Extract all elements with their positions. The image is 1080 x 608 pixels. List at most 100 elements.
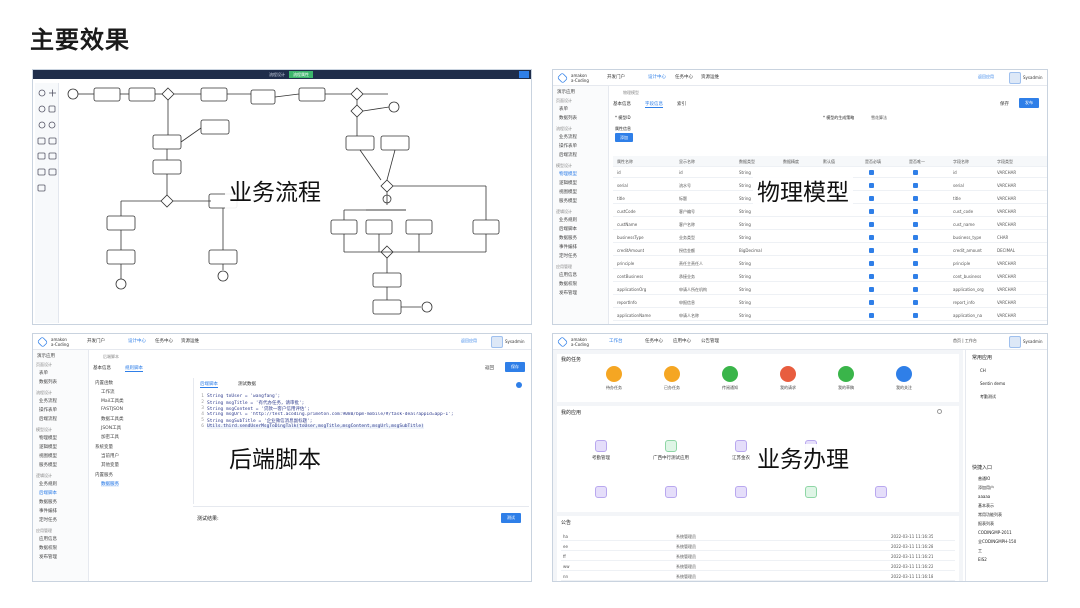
checkbox[interactable] — [869, 261, 874, 266]
shortcut-item[interactable]: 我的关注 — [869, 366, 939, 391]
nav-task-center[interactable]: 任务中心 — [155, 339, 173, 344]
strategy-select[interactable]: 雪花算法 — [871, 115, 887, 120]
close-designer-button[interactable] — [519, 71, 529, 78]
sidebar-item[interactable]: 应用信息 — [39, 537, 57, 542]
sidebar-item[interactable]: 操作表单 — [559, 144, 577, 149]
checkbox[interactable] — [869, 274, 874, 279]
checkbox[interactable] — [869, 209, 874, 214]
quick-entry-item[interactable]: 普通IO — [978, 476, 991, 481]
checkbox[interactable] — [869, 222, 874, 227]
checkbox[interactable] — [913, 313, 918, 318]
sidebar-item[interactable]: 业务流程 — [39, 399, 57, 404]
sidebar-item[interactable]: 表单 — [559, 107, 568, 112]
sidebar-item[interactable]: 视图模型 — [39, 454, 57, 459]
user-name[interactable]: Sysadmin — [1023, 75, 1043, 80]
avatar[interactable] — [1009, 72, 1021, 84]
sidebar-item[interactable]: 操作表单 — [39, 408, 57, 413]
checkbox[interactable] — [869, 287, 874, 292]
sidebar-item[interactable]: 后端流程 — [559, 153, 577, 158]
checkbox[interactable] — [869, 196, 874, 201]
tab-rule-script[interactable]: 规则脚本 — [125, 366, 143, 372]
shortcut-item[interactable]: 传阅通知 — [695, 366, 765, 391]
sidebar-item[interactable]: 物理模型 — [39, 436, 57, 441]
checkbox[interactable] — [913, 222, 918, 227]
app-card-icon[interactable] — [875, 486, 887, 498]
sidebar-item[interactable]: 后端脚本 — [559, 227, 577, 232]
checkbox[interactable] — [869, 248, 874, 253]
tree-item[interactable]: 当前用户 — [101, 454, 119, 459]
add-field-button[interactable]: 添加 — [615, 133, 633, 142]
run-test-button[interactable]: 测试 — [501, 513, 521, 523]
sidebar-item[interactable]: 逻辑模型 — [559, 181, 577, 186]
common-app-item[interactable]: CH — [980, 368, 986, 373]
nav-design-center[interactable]: 设计中心 — [128, 339, 146, 344]
shortcut-item[interactable]: 我的草稿 — [811, 366, 881, 391]
avatar[interactable] — [1009, 336, 1021, 348]
common-app-item[interactable]: 考勤测试 — [980, 394, 996, 399]
checkbox[interactable] — [913, 183, 918, 188]
sidebar-app-name[interactable]: 演示应用 — [557, 90, 575, 95]
checkbox[interactable] — [913, 274, 918, 279]
app-card-icon[interactable] — [735, 486, 747, 498]
tab-basic-info[interactable]: 基本信息 — [613, 102, 631, 107]
checkbox[interactable] — [913, 170, 918, 175]
tree-item[interactable]: 内置服务 — [95, 473, 113, 478]
tab-index[interactable]: 索引 — [677, 102, 686, 107]
help-icon[interactable] — [516, 382, 522, 388]
nav-task-center[interactable]: 任务中心 — [675, 75, 693, 80]
sidebar-item[interactable]: 数据列表 — [39, 380, 57, 385]
save-button[interactable]: 保存 — [1000, 102, 1009, 107]
tree-item[interactable]: JSON工具 — [101, 426, 122, 431]
sidebar-item[interactable]: 发布管理 — [559, 291, 577, 296]
checkbox[interactable] — [913, 287, 918, 292]
app-card[interactable]: 江苏金农 — [711, 440, 771, 461]
app-card-icon[interactable] — [595, 486, 607, 498]
publish-button[interactable]: 发布 — [1019, 98, 1039, 108]
tab-basic-info[interactable]: 基本信息 — [93, 366, 111, 371]
avatar[interactable] — [491, 336, 503, 348]
tree-item[interactable]: 内置函数 — [95, 381, 113, 386]
back-to-app-link[interactable]: 返回应用 — [978, 74, 994, 79]
sidebar-item[interactable]: 服务模型 — [559, 199, 577, 204]
quick-entry-item[interactable]: 基本表示 — [978, 503, 994, 508]
checkbox[interactable] — [869, 170, 874, 175]
quick-entry-item[interactable]: 工 — [978, 548, 982, 553]
shortcut-item[interactable]: 待办任务 — [579, 366, 649, 391]
checkbox[interactable] — [913, 196, 918, 201]
nav-dev-portal[interactable]: 开发门户 — [87, 339, 105, 344]
app-card[interactable]: 广西中行测试应用 — [641, 440, 701, 461]
quick-entry-item[interactable]: 常用功能列表 — [978, 512, 1002, 517]
tab-process-props[interactable]: 流程属性 — [289, 71, 313, 78]
sidebar-item[interactable]: 数据权限 — [559, 282, 577, 287]
sidebar-item[interactable]: 事件编排 — [39, 509, 57, 514]
user-name[interactable]: Sysadmin — [1023, 339, 1043, 344]
checkbox[interactable] — [869, 300, 874, 305]
shortcut-item[interactable]: 已办任务 — [637, 366, 707, 391]
home-workbench-link[interactable]: 首页 | 工作台 — [953, 338, 977, 343]
tree-item[interactable]: 其他变量 — [101, 463, 119, 468]
shortcut-item[interactable]: 我的请求 — [753, 366, 823, 391]
nav-workbench[interactable]: 工作台 — [609, 339, 623, 344]
tree-item[interactable]: 加密工具 — [101, 435, 119, 440]
sidebar-item[interactable]: 数据权限 — [39, 546, 57, 551]
sidebar-item[interactable]: 数据服务 — [39, 500, 57, 505]
checkbox[interactable] — [913, 300, 918, 305]
checkbox[interactable] — [913, 261, 918, 266]
app-card-icon[interactable] — [665, 486, 677, 498]
sidebar-item[interactable]: 表单 — [39, 371, 48, 376]
app-card[interactable]: 考勤管理 — [571, 440, 631, 461]
quick-entry-item[interactable]: CODINGMP-2011 — [978, 530, 1012, 535]
sidebar-item-active[interactable]: 物理模型 — [559, 172, 577, 177]
tab-process-design[interactable]: 流程设计 — [269, 72, 285, 77]
sidebar-item[interactable]: 视图模型 — [559, 190, 577, 195]
tree-item[interactable]: 工作流 — [101, 390, 115, 395]
sidebar-app-name[interactable]: 演示应用 — [37, 354, 55, 359]
